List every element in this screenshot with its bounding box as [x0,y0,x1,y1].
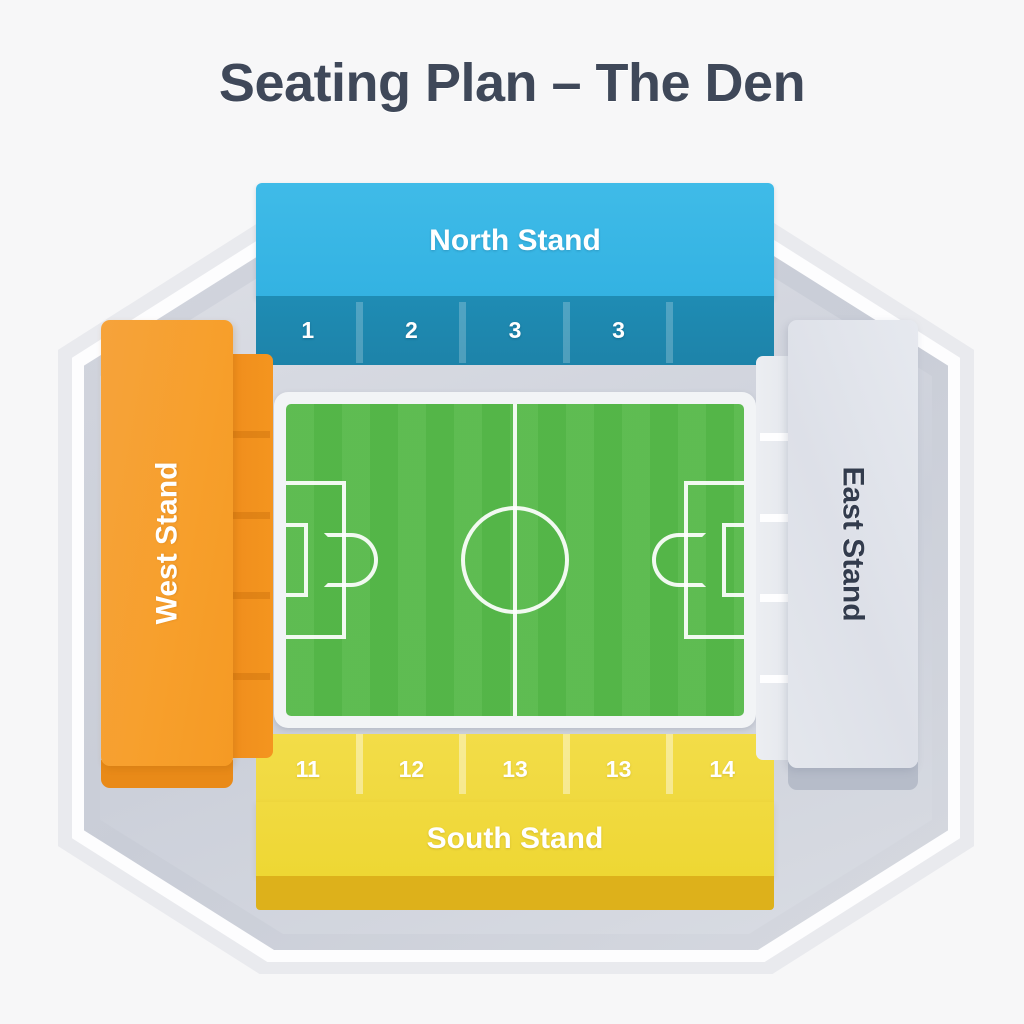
block[interactable]: 13 [562,734,671,804]
block[interactable] [219,511,273,597]
block[interactable]: 3 [562,296,671,365]
stand-south-footer [256,876,774,910]
stand-north[interactable]: North Stand 1 2 3 3 [256,183,774,365]
page-title: Seating Plan – The Den [218,53,806,113]
block[interactable] [219,673,273,758]
stand-west-label: West Stand [150,461,183,625]
stand-east-label: East Stand [837,466,871,622]
block[interactable]: 13 [459,734,567,804]
pitch-frame [274,392,756,728]
stand-south-header[interactable]: South Stand [256,802,774,876]
stand-south-block-row: 11 12 13 13 14 [256,734,774,804]
block[interactable] [756,513,802,599]
goal-box-left-marking [286,523,308,597]
penalty-arc-right-marking [652,533,706,587]
stand-south[interactable]: 11 12 13 13 14 South Stand [256,734,774,910]
block[interactable] [666,296,774,365]
block[interactable] [219,592,273,677]
pitch [286,404,744,716]
stand-east[interactable]: East Stand [756,320,932,792]
center-circle-marking [461,506,569,614]
stand-west-header[interactable]: West Stand [101,320,233,766]
block[interactable]: 3 [459,296,567,365]
stand-north-header[interactable]: North Stand [256,183,774,298]
goal-box-right-marking [722,523,744,597]
block[interactable] [219,430,273,516]
block[interactable]: 12 [355,734,464,804]
stand-west[interactable]: West Stand [101,320,273,792]
stand-east-header[interactable]: East Stand [788,320,918,768]
stand-north-block-row: 1 2 3 3 [256,296,774,365]
block[interactable]: 14 [666,734,774,804]
block[interactable]: 2 [355,296,464,365]
block[interactable] [756,432,802,518]
stand-north-label: North Stand [429,223,601,257]
block[interactable] [756,675,802,760]
block[interactable] [756,594,802,679]
block[interactable]: 11 [295,755,320,782]
block[interactable]: 1 [301,317,315,343]
penalty-arc-left-marking [324,533,378,587]
stand-south-label: South Stand [426,822,604,855]
